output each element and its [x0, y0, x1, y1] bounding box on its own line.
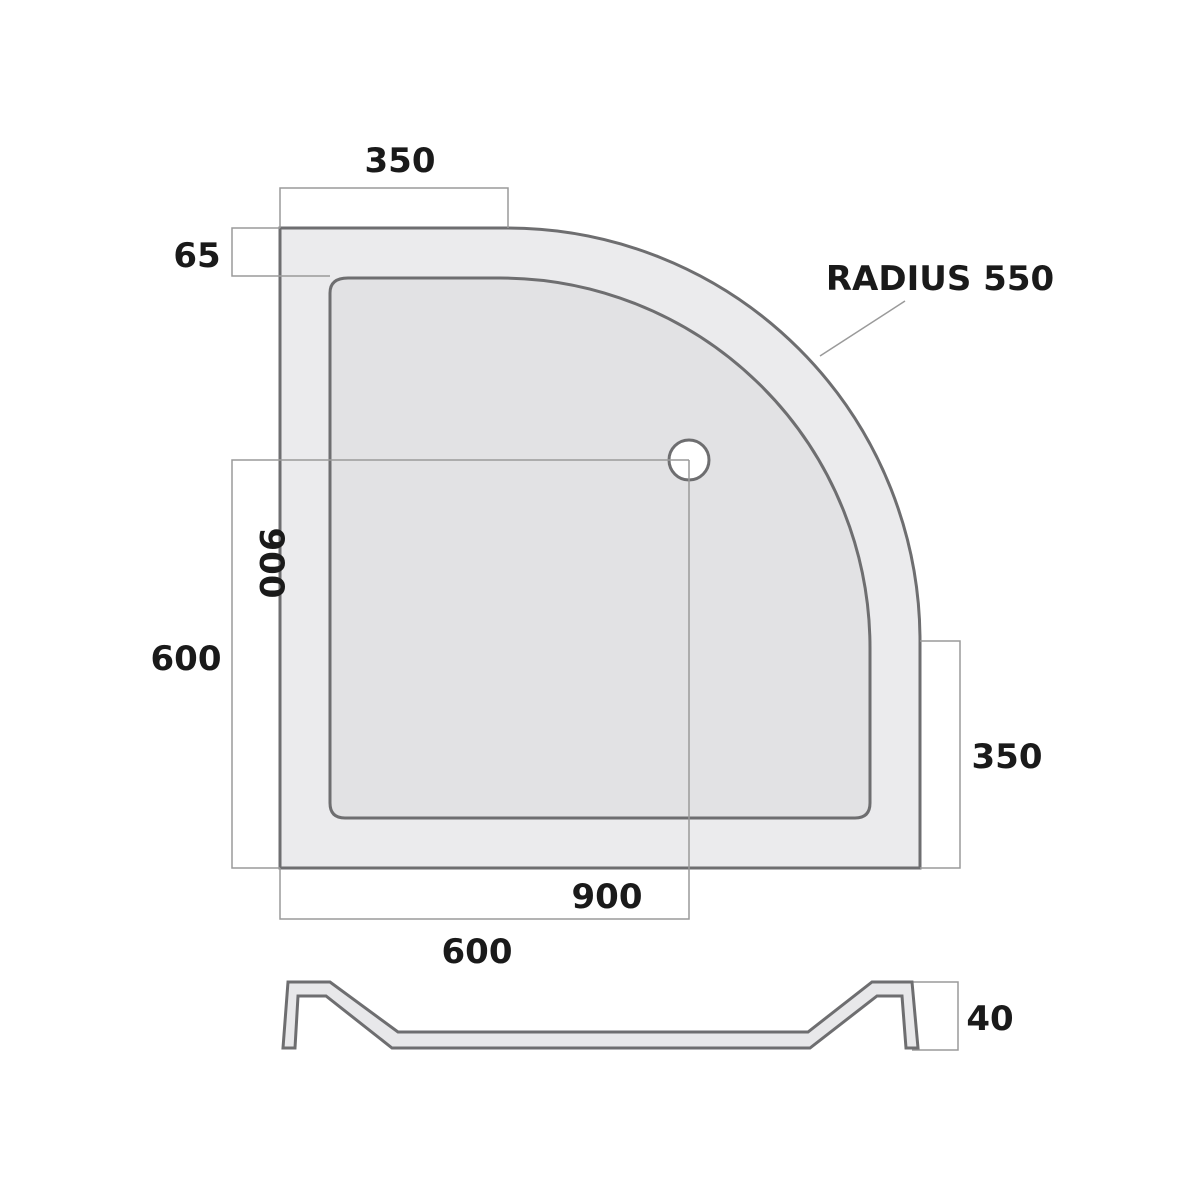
tray-side-profile [281, 980, 920, 1050]
waste-horizontal-label: 600 [442, 932, 513, 972]
waste-vertical-label: 600 [151, 639, 222, 679]
dimension-lines [231, 187, 961, 1051]
waste-bottom-offset-label: 900 [572, 877, 643, 917]
waste-from-left-label: 900 [251, 528, 291, 599]
rim-width-label: 65 [173, 236, 220, 276]
right-straight-label: 350 [972, 737, 1043, 777]
top-straight-label: 350 [365, 141, 436, 181]
radius-label: RADIUS 550 [826, 259, 1054, 299]
tray-inner-basin [328, 276, 872, 820]
depth-label: 40 [966, 999, 1013, 1039]
